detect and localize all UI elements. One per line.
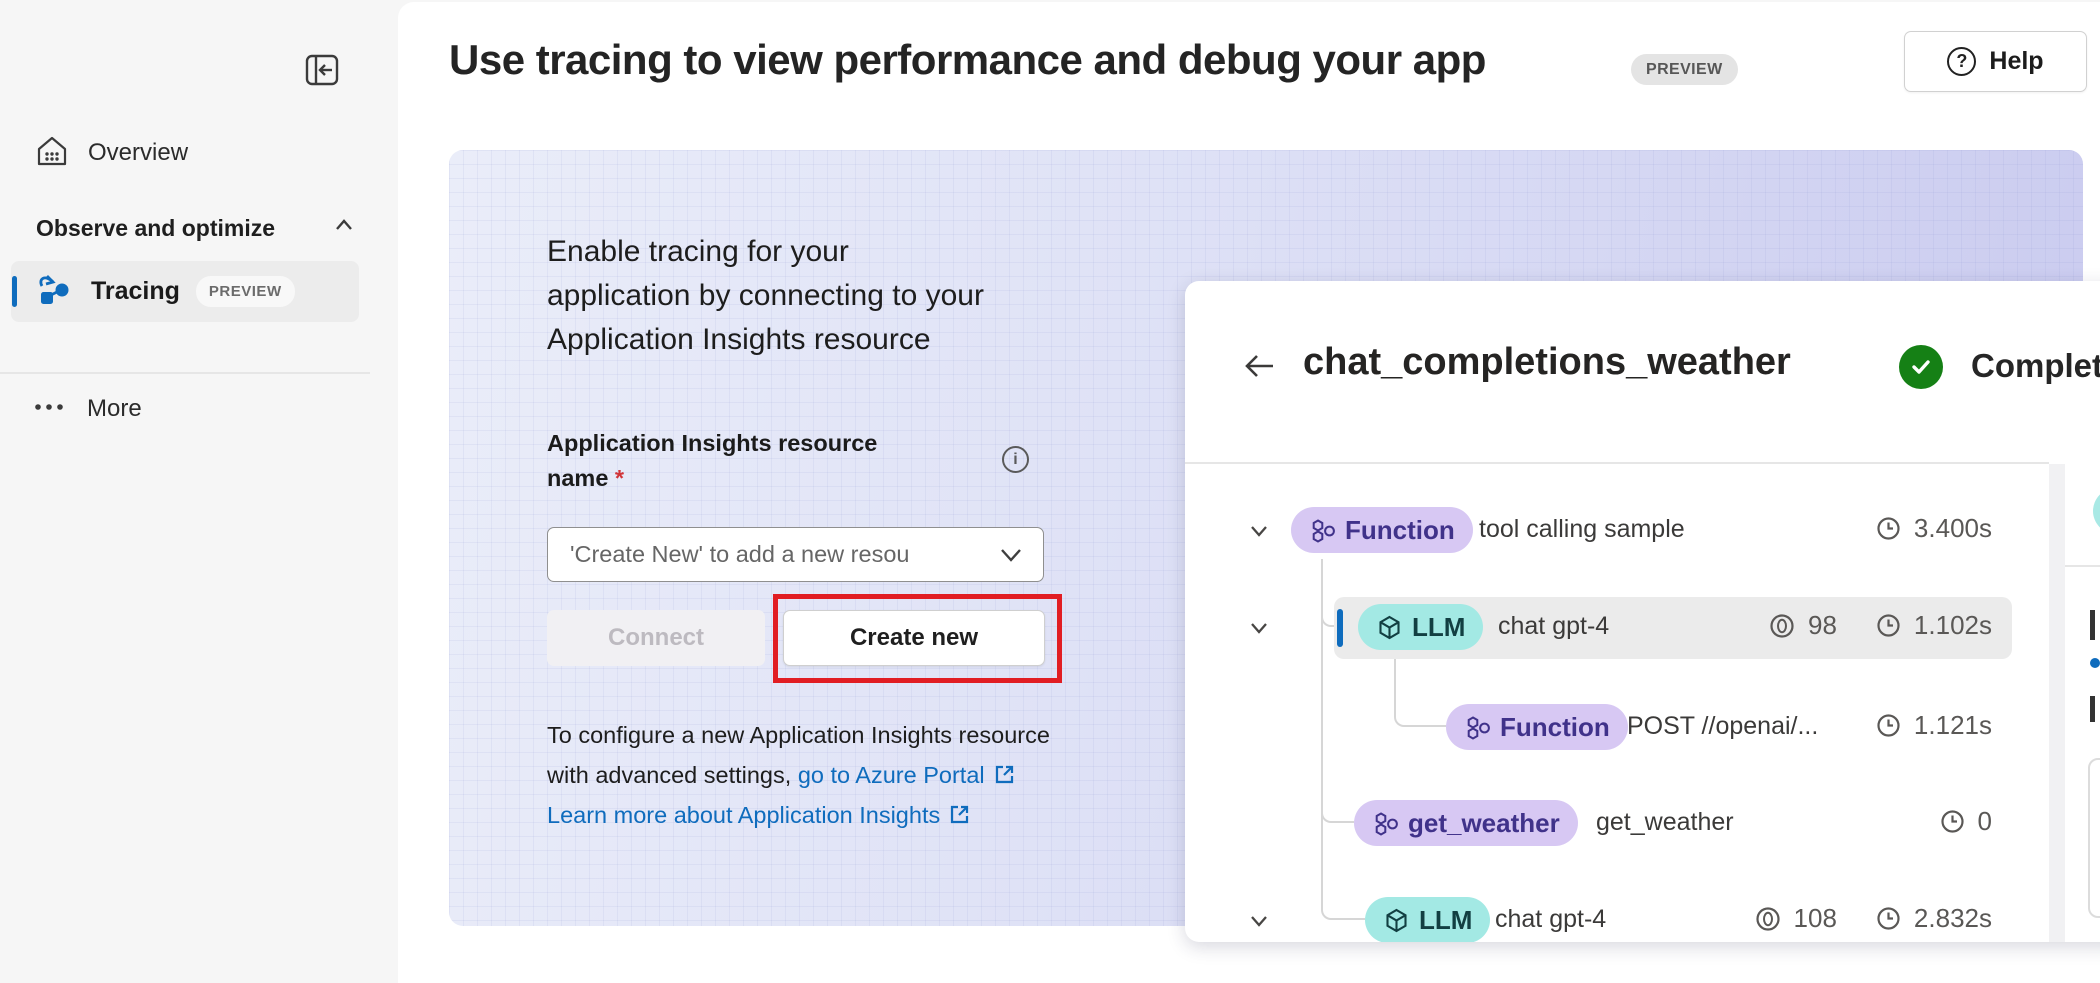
status-label: Completed xyxy=(1971,347,2100,384)
section-label: Observe and optimize xyxy=(36,215,276,241)
detail-divider xyxy=(2065,565,2100,567)
sidebar-item-tracing[interactable]: Tracing PREVIEW xyxy=(11,261,359,322)
help-button[interactable]: ? Help xyxy=(1904,31,2087,92)
chevron-down-icon xyxy=(1001,548,1021,562)
clock-icon xyxy=(1877,907,1900,930)
tree-connector xyxy=(1394,659,1446,727)
create-new-button[interactable]: Create new xyxy=(783,610,1045,666)
collapse-panel-icon xyxy=(305,54,339,86)
span-name: POST //openai/... xyxy=(1627,712,1819,740)
span-tokens: 108 xyxy=(1793,903,1837,933)
preview-badge: PREVIEW xyxy=(195,276,295,307)
sidebar: Overview Observe and optimize Tracing PR… xyxy=(0,0,398,983)
span-metrics: 98 1.102s xyxy=(1768,610,1992,641)
chevron-down-icon[interactable] xyxy=(1247,909,1271,938)
llm-badge-fragment xyxy=(2093,488,2100,534)
pane-splitter[interactable] xyxy=(2049,464,2065,942)
span-duration: 1.121s xyxy=(1913,710,1992,740)
span-metrics: 108 2.832s xyxy=(1754,903,1992,934)
sidebar-item-more[interactable]: More xyxy=(33,386,142,432)
function-icon xyxy=(1375,811,1398,836)
tree-connector xyxy=(1321,559,1334,627)
span-type-pill[interactable]: LLM xyxy=(1358,604,1484,650)
connect-button[interactable]: Connect xyxy=(547,610,765,666)
llm-cube-icon xyxy=(1386,908,1407,932)
span-duration: 3.400s xyxy=(1913,513,1992,543)
span-row[interactable]: get_weather get_weather 0 xyxy=(1185,792,2100,854)
function-icon xyxy=(1467,715,1490,740)
completed-check-icon xyxy=(1899,345,1943,389)
sidebar-item-label: More xyxy=(87,395,142,422)
clock-icon xyxy=(1877,517,1900,540)
sidebar-item-label: Overview xyxy=(88,139,189,166)
azure-portal-link[interactable]: go to Azure Portal xyxy=(797,762,985,788)
required-marker: * xyxy=(614,465,625,491)
span-name: get_weather xyxy=(1596,808,1734,836)
clock-icon xyxy=(1877,614,1900,637)
text-fragment xyxy=(2090,696,2095,722)
detail-pane-cutoff xyxy=(2065,464,2100,942)
span-type-pill[interactable]: Function xyxy=(1446,704,1628,750)
function-icon xyxy=(1312,518,1335,543)
setup-intro-text: Enable tracing for your application by c… xyxy=(547,235,984,356)
help-icon: ? xyxy=(1947,47,1977,76)
collapse-sidebar-button[interactable] xyxy=(304,52,340,88)
span-tokens: 98 xyxy=(1808,610,1837,640)
main-content: Use tracing to view performance and debu… xyxy=(398,2,2100,983)
selected-span-indicator xyxy=(1337,609,1343,647)
span-row[interactable]: Function tool calling sample 3.400s xyxy=(1185,499,2100,561)
configure-help-text: To configure a new Application Insights … xyxy=(547,722,1050,828)
back-arrow-icon[interactable] xyxy=(1240,347,1278,390)
clock-icon xyxy=(1940,810,1964,833)
preview-badge: PREVIEW xyxy=(1631,54,1738,85)
llm-cube-icon xyxy=(1379,615,1400,639)
ellipsis-icon xyxy=(33,400,67,418)
detail-card-fragment xyxy=(2088,758,2100,918)
info-icon[interactable]: i xyxy=(1002,446,1029,473)
card-divider xyxy=(1185,462,2049,464)
tracing-icon xyxy=(35,272,73,311)
span-type-pill[interactable]: Function xyxy=(1291,507,1473,553)
span-metrics: 1.121s xyxy=(1875,710,1992,741)
span-name: chat gpt-4 xyxy=(1495,905,1607,933)
chevron-up-icon xyxy=(332,214,356,243)
span-metrics: 0 xyxy=(1939,806,1992,837)
span-duration: 0 xyxy=(1977,806,1992,836)
tokens-icon xyxy=(1755,906,1780,931)
app-insights-resource-select[interactable]: 'Create New' to add a new resou xyxy=(547,527,1044,582)
tree-connector xyxy=(1321,559,1354,823)
clock-icon xyxy=(1877,714,1900,737)
span-row[interactable]: LLM chat gpt-4 108 2.832s xyxy=(1185,889,2100,942)
select-placeholder: 'Create New' to add a new resou xyxy=(570,541,910,567)
field-label: Application Insights resource name * xyxy=(547,430,878,491)
span-duration: 2.832s xyxy=(1913,903,1992,933)
learn-more-link[interactable]: Learn more about Application Insights xyxy=(547,802,941,828)
span-type-pill[interactable]: LLM xyxy=(1365,897,1491,942)
blue-dot-fragment xyxy=(2090,658,2100,668)
chevron-down-icon[interactable] xyxy=(1247,616,1271,645)
sidebar-item-overview[interactable]: Overview xyxy=(36,130,188,176)
text-fragment xyxy=(2090,610,2095,640)
external-link-icon xyxy=(951,805,969,824)
external-link-icon xyxy=(995,765,1013,784)
page-title: Use tracing to view performance and debu… xyxy=(449,36,1486,83)
span-metrics: 3.400s xyxy=(1875,513,1992,544)
span-row[interactable]: Function POST //openai/... 1.121s xyxy=(1185,696,2100,758)
tokens-icon xyxy=(1770,613,1794,638)
span-type-pill[interactable]: get_weather xyxy=(1354,800,1578,846)
home-icon xyxy=(36,135,68,172)
span-row-selected[interactable]: LLM chat gpt-4 98 1.102s xyxy=(1185,596,2100,658)
span-name: tool calling sample xyxy=(1479,515,1685,543)
chevron-down-icon[interactable] xyxy=(1247,519,1271,548)
sidebar-divider xyxy=(0,372,370,374)
selected-indicator xyxy=(12,276,17,307)
trace-detail-card: chat_completions_weather Completed xyxy=(1185,281,2100,942)
span-duration: 1.102s xyxy=(1913,610,1992,640)
sidebar-item-label: Tracing xyxy=(91,277,180,305)
trace-title: chat_completions_weather xyxy=(1303,341,1791,383)
sidebar-section-observe[interactable]: Observe and optimize xyxy=(36,214,356,243)
span-name: chat gpt-4 xyxy=(1498,612,1610,640)
